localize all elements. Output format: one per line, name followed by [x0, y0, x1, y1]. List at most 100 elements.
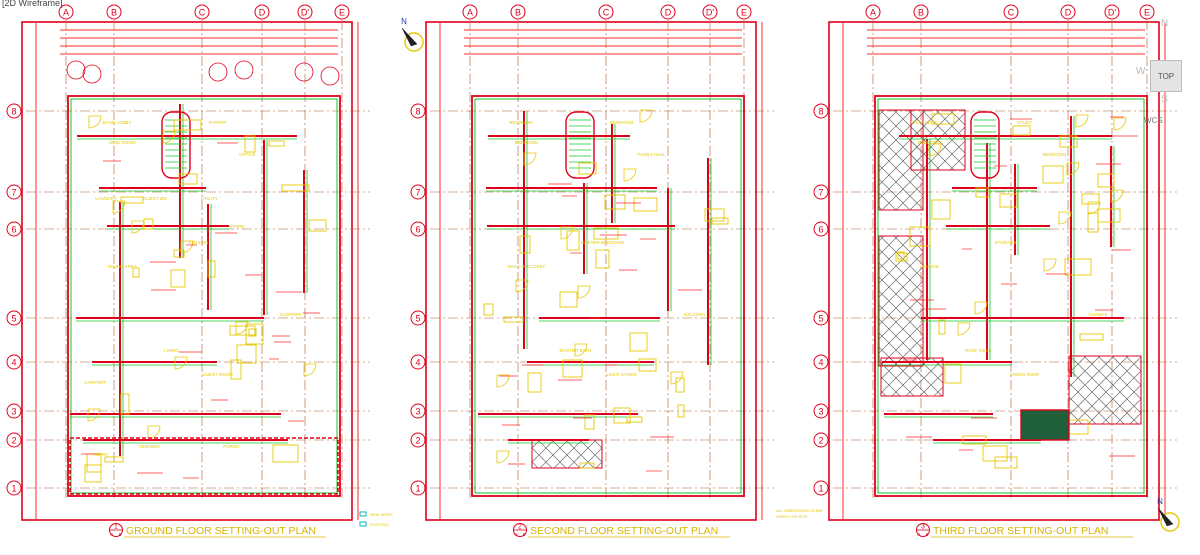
door-swing [974, 301, 988, 315]
door-swing [577, 285, 591, 299]
room-label: ENTRY [93, 452, 108, 457]
viewcube-south[interactable]: S [1161, 94, 1168, 105]
grid-label: B [918, 8, 924, 18]
furniture [975, 187, 990, 198]
furniture [613, 407, 631, 424]
viewcube-north[interactable]: N [1161, 18, 1169, 29]
grid-label: 8 [818, 107, 823, 117]
door-swing [88, 115, 102, 129]
grid-label: 7 [11, 188, 16, 198]
wall-inner-line [474, 98, 742, 494]
grid-bubble [813, 354, 829, 370]
door-swing [623, 168, 637, 182]
grid-bubble [1060, 4, 1076, 20]
grid-bubble [6, 310, 22, 326]
plan-outer-border [425, 21, 757, 521]
furniture [593, 227, 619, 240]
room-label: BEDROOM [918, 140, 942, 145]
wall-inner-line [877, 98, 1145, 494]
furniture [931, 113, 955, 125]
furniture [245, 323, 264, 345]
furniture [104, 456, 124, 463]
grid-label: E [339, 8, 345, 18]
door-swing [1043, 258, 1057, 272]
grid-label: 2 [11, 436, 16, 446]
door-swing [180, 240, 194, 254]
furniture [1059, 135, 1078, 148]
grid-bubble [410, 310, 426, 326]
viewcube[interactable]: N W TOP S WCS [1136, 16, 1198, 128]
door-swing [639, 109, 653, 123]
grid-bubble [6, 354, 22, 370]
furniture [931, 199, 951, 220]
room-label: GUEST ROOM [202, 372, 233, 377]
furniture [173, 249, 185, 258]
plan-outer-border [21, 21, 353, 521]
furniture [1097, 173, 1115, 188]
north-circle [1160, 512, 1180, 532]
furniture [281, 184, 310, 192]
legend-label: EXISTING [370, 522, 389, 527]
grid-label: 1 [818, 484, 823, 494]
grid-label: 8 [11, 107, 16, 117]
north-arrow: N [401, 17, 424, 52]
furniture [895, 252, 908, 262]
grid-label: B [515, 8, 521, 18]
exterior-wall [471, 95, 745, 497]
room-label: BEDROOM [1043, 152, 1067, 157]
door-swing [1087, 201, 1101, 215]
door-swing [1075, 114, 1089, 128]
grid-bubble [6, 221, 22, 237]
furniture [1012, 125, 1031, 136]
grid-bubble [6, 403, 22, 419]
door-swing [87, 408, 101, 422]
room-label: LAUNDRY [95, 196, 116, 201]
grid-bubble [6, 184, 22, 200]
viewcube-top-face[interactable]: TOP [1150, 60, 1182, 92]
plan-number: 2 [518, 524, 522, 531]
door-swing [957, 322, 971, 336]
grid-label: 2 [818, 436, 823, 446]
grid-label: E [1144, 8, 1150, 18]
grid-bubble [813, 221, 829, 237]
grid-label: 3 [11, 407, 16, 417]
furniture [236, 344, 257, 364]
room-label: CARPORT [280, 312, 302, 317]
grid-bubble [106, 4, 122, 20]
plan-title: THIRD FLOOR SETTING-OUT PLAN [933, 525, 1108, 537]
door-swing [574, 343, 588, 357]
grid-label: 6 [11, 225, 16, 235]
grid-label: 4 [818, 358, 823, 368]
tree-symbol [208, 62, 228, 82]
viewcube-west[interactable]: W [1136, 66, 1146, 77]
furniture [626, 416, 643, 423]
door-swing [560, 226, 574, 240]
grid-bubble [410, 480, 426, 496]
door-swing [303, 363, 317, 377]
grid-label: 5 [11, 314, 16, 324]
door-swing [523, 152, 537, 166]
room-label: MASTER BATH [560, 348, 592, 353]
grid-bubble [1003, 4, 1019, 20]
room-label: GUEST WC [143, 196, 168, 201]
grid-label: C [1008, 8, 1015, 18]
furniture [244, 135, 256, 153]
grid-label: 8 [415, 107, 420, 117]
viewport-label[interactable]: [2D Wireframe] [2, 0, 63, 8]
furniture [604, 194, 626, 210]
grid-label: 3 [415, 407, 420, 417]
furniture [994, 456, 1018, 469]
tree-symbol [234, 60, 254, 80]
hatched-roof-area [878, 235, 924, 367]
wcs-menu[interactable]: WCS [1144, 116, 1163, 125]
room-label: BEDROOM [509, 120, 533, 125]
furniture [944, 363, 962, 384]
exterior-wall [874, 95, 1148, 497]
grid-bubble [6, 432, 22, 448]
furniture [527, 372, 542, 393]
furniture [519, 235, 531, 254]
grid-bubble [58, 4, 74, 20]
